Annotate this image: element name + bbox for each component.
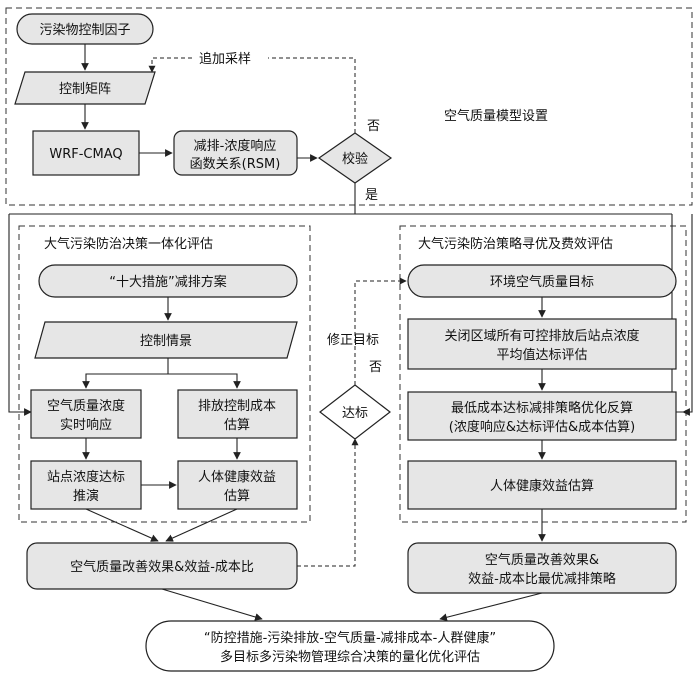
aq-response-node bbox=[30, 389, 142, 439]
strategy-optimization-section bbox=[399, 225, 687, 523]
revise-target-label: 修正目标 bbox=[327, 333, 379, 348]
verify-no-label: 否 bbox=[367, 119, 380, 134]
site-compliance-line2: 推演 bbox=[73, 488, 99, 504]
meets-standard-label: 达标 bbox=[342, 406, 368, 421]
ten-measures-label: “十大措施”减排方案 bbox=[109, 274, 226, 290]
feedback-line-verify bbox=[268, 57, 356, 133]
verify-label: 校验 bbox=[342, 151, 368, 167]
min-cost-line2: (浓度响应&达标评估&成本估算) bbox=[449, 419, 635, 435]
integrated-assessment-title: 大气污染防治决策一体化评估 bbox=[44, 236, 213, 252]
control-scenario-label: 控制情景 bbox=[140, 334, 192, 349]
distribution-right-down bbox=[671, 214, 683, 413]
control-matrix-label: 控制矩阵 bbox=[59, 82, 111, 97]
site-compliance-node bbox=[30, 460, 142, 510]
arrow-to-min-cost bbox=[682, 214, 693, 416]
arrow-scenario-to-cost bbox=[168, 373, 241, 389]
optimal-strategy-line2: 效益-成本比最优减排策略 bbox=[468, 571, 616, 587]
wrf-cmaq-label: WRF-CMAQ bbox=[49, 147, 122, 162]
final-evaluation-node bbox=[145, 620, 555, 672]
feedback-arrow-to-matrix bbox=[148, 57, 192, 73]
arrow-scenario-to-aq bbox=[82, 373, 168, 389]
strategy-optimization-title: 大气污染防治策略寻优及费效评估 bbox=[418, 236, 613, 252]
aq-model-setup-section bbox=[5, 7, 693, 206]
site-compliance-line1: 站点浓度达标 bbox=[47, 469, 125, 485]
integrated-assessment-section bbox=[18, 225, 311, 523]
closure-assessment-line1: 关闭区域所有可控排放后站点浓度 bbox=[444, 328, 639, 344]
rsm-node bbox=[173, 130, 298, 176]
control-cost-node bbox=[177, 389, 298, 439]
health-benefit-right-label: 人体健康效益估算 bbox=[490, 478, 594, 494]
control-scenario-node bbox=[34, 321, 298, 359]
aq-response-line1: 空气质量浓度 bbox=[47, 398, 125, 414]
health-benefit-left-line2: 估算 bbox=[224, 489, 250, 504]
verify-yes-label: 是 bbox=[365, 188, 378, 203]
aq-response-line2: 实时响应 bbox=[60, 417, 112, 433]
rsm-label-line1: 减排-浓度响应 bbox=[194, 138, 277, 154]
extra-sampling-label: 追加采样 bbox=[199, 51, 251, 67]
env-target-label: 环境空气质量目标 bbox=[490, 274, 594, 290]
control-matrix-node bbox=[14, 71, 156, 105]
health-benefit-left-line1: 人体健康效益 bbox=[198, 469, 276, 485]
middle-no-label: 否 bbox=[369, 360, 382, 375]
arrow-optimal-to-final bbox=[439, 592, 543, 622]
final-evaluation-line2: 多目标多污染物管理综合决策的量化优化评估 bbox=[220, 649, 480, 665]
closure-assessment-line2: 平均值达标评估 bbox=[496, 347, 587, 363]
aq-model-setup-title: 空气质量模型设置 bbox=[444, 108, 548, 124]
min-cost-line1: 最低成本达标减排策略优化反算 bbox=[451, 400, 633, 416]
optimal-strategy-line1: 空气质量改善效果& bbox=[485, 552, 599, 568]
arrow-health-to-improve bbox=[165, 508, 238, 542]
closure-assessment-node bbox=[407, 318, 677, 370]
pollution-factors-label: 污染物控制因子 bbox=[39, 23, 130, 38]
improve-ratio-label: 空气质量改善效果&效益-成本比 bbox=[70, 559, 254, 575]
control-cost-line1: 排放控制成本 bbox=[198, 399, 276, 414]
rsm-label-line2: 函数关系(RSM) bbox=[190, 157, 281, 172]
arrow-improve-to-final bbox=[161, 588, 263, 621]
arrow-site-to-improve bbox=[85, 508, 159, 542]
final-evaluation-line1: “防控措施-污染排放-空气质量-减排成本-人群健康” bbox=[204, 630, 496, 646]
control-cost-line2: 估算 bbox=[224, 418, 250, 433]
arrow-to-aq-response bbox=[8, 214, 32, 416]
health-benefit-left-node bbox=[177, 460, 298, 510]
arrow-improve-to-decision bbox=[297, 438, 359, 567]
